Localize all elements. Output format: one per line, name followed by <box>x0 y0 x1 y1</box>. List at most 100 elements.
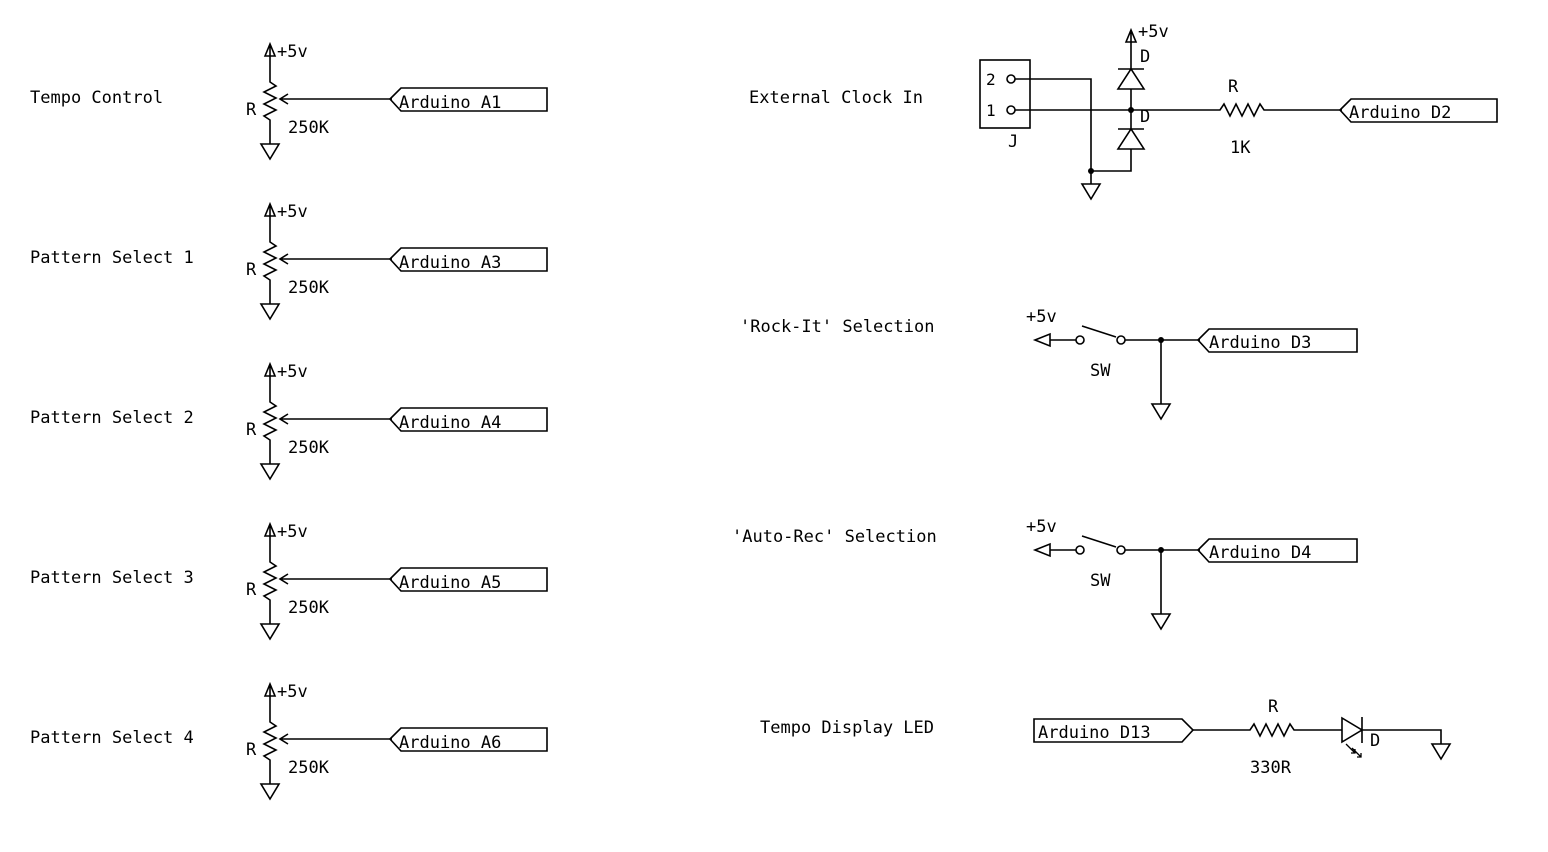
resistor-ref: R <box>246 580 257 600</box>
wiper-arrow-icon <box>278 413 392 425</box>
resistor-ref: R <box>1228 77 1239 97</box>
port-connector <box>1033 718 1195 743</box>
switch-contact <box>1116 335 1126 345</box>
potentiometer-icon <box>262 700 278 784</box>
ground-icon <box>1080 183 1102 201</box>
jack-pin-1 <box>1006 105 1016 115</box>
resistor-ref: R <box>1268 697 1279 717</box>
port-connector <box>388 727 548 752</box>
ground-wire <box>1015 78 1092 184</box>
potentiometer-icon <box>262 540 278 624</box>
port-label: Arduino A1 <box>399 93 501 113</box>
power-arrow-icon <box>263 41 277 60</box>
power-arrow-icon <box>263 521 277 540</box>
switch-wire <box>1125 339 1200 404</box>
circuit-label: Pattern Select 3 <box>30 568 194 588</box>
led-circuit: Tempo Display LED Arduino D13 R 330R D <box>760 697 1452 778</box>
jack-pin-1-label: 1 <box>986 101 996 120</box>
port-connector <box>1338 98 1498 123</box>
supply-label: +5v <box>277 42 308 62</box>
wiper-arrow-icon <box>278 733 392 745</box>
switch-circuit-rock-it: 'Rock-It' Selection +5v SW Arduino D3 <box>740 307 1358 421</box>
ground-icon <box>259 463 281 481</box>
supply-label: +5v <box>277 362 308 382</box>
potentiometer-icon <box>262 60 278 144</box>
ground-icon <box>259 623 281 641</box>
pot-circuit-pattern-1: Pattern Select 1 +5v R 250K Arduino A3 <box>30 201 548 321</box>
switch-ref: SW <box>1090 361 1111 381</box>
supply-label: +5v <box>277 522 308 542</box>
switch-lever-icon <box>1081 535 1117 548</box>
port-connector <box>388 567 548 592</box>
port-connector <box>1196 538 1358 563</box>
power-arrow-icon <box>1124 27 1138 46</box>
power-arrow-icon <box>263 201 277 220</box>
diode-ref: D <box>1370 731 1380 751</box>
supply-label: +5v <box>1026 517 1057 537</box>
jack-pin-2 <box>1006 74 1016 84</box>
wiper-arrow-icon <box>278 253 392 265</box>
circuit-label: Tempo Control <box>30 88 163 108</box>
resistor-value: 330R <box>1250 758 1292 778</box>
diode-top-ref: D <box>1140 47 1150 67</box>
ground-icon <box>259 303 281 321</box>
port-label: Arduino D13 <box>1038 723 1151 743</box>
port-label: Arduino D2 <box>1349 103 1451 123</box>
port-connector <box>388 247 548 272</box>
resistor-ref: R <box>246 420 257 440</box>
junction-dot <box>1158 337 1164 343</box>
diode-icon <box>1091 110 1146 172</box>
circuit-label: Pattern Select 4 <box>30 728 194 748</box>
pot-circuit-pattern-2: Pattern Select 2 +5v R 250K Arduino A4 <box>30 361 548 481</box>
port-label: Arduino A3 <box>399 253 501 273</box>
port-label: Arduino A4 <box>399 413 501 433</box>
resistor-ref: R <box>246 260 257 280</box>
resistor-icon <box>1131 102 1342 118</box>
supply-label: +5v <box>1138 22 1169 42</box>
resistor-value: 250K <box>288 438 330 458</box>
pot-circuit-tempo: Tempo Control +5v R 250K Arduino A1 <box>30 41 548 161</box>
diode-icon <box>1116 46 1146 110</box>
switch-wire <box>1125 549 1200 614</box>
power-arrow-icon <box>1032 542 1076 558</box>
potentiometer-icon <box>262 380 278 464</box>
power-arrow-icon <box>263 681 277 700</box>
pot-circuit-pattern-3: Pattern Select 3 +5v R 250K Arduino A5 <box>30 521 548 641</box>
wiper-arrow-icon <box>278 93 392 105</box>
port-label: Arduino D4 <box>1209 543 1311 563</box>
power-arrow-icon <box>1032 332 1076 348</box>
circuit-label: 'Auto-Rec' Selection <box>732 527 937 547</box>
led-icon <box>1341 716 1442 758</box>
port-label: Arduino A6 <box>399 733 501 753</box>
circuit-label: Tempo Display LED <box>760 718 934 738</box>
junction-dot <box>1158 547 1164 553</box>
switch-contact <box>1075 335 1085 345</box>
jack-ref: J <box>1008 132 1018 152</box>
power-arrow-icon <box>263 361 277 380</box>
potentiometer-icon <box>262 220 278 304</box>
supply-label: +5v <box>277 682 308 702</box>
circuit-label: External Clock In <box>749 88 923 108</box>
resistor-value: 1K <box>1230 138 1251 158</box>
pot-circuit-pattern-4: Pattern Select 4 +5v R 250K Arduino A6 <box>30 681 548 801</box>
clock-input-circuit: External Clock In 2 1 J +5v D D R 1K <box>749 22 1498 201</box>
ground-icon <box>1430 743 1452 761</box>
switch-contact <box>1116 545 1126 555</box>
switch-contact <box>1075 545 1085 555</box>
port-label: Arduino D3 <box>1209 333 1311 353</box>
resistor-icon <box>1193 722 1342 738</box>
resistor-value: 250K <box>288 278 330 298</box>
ground-icon <box>1150 613 1172 631</box>
ground-icon <box>1150 403 1172 421</box>
switch-ref: SW <box>1090 571 1111 591</box>
jack-icon <box>979 59 1031 129</box>
supply-label: +5v <box>1026 307 1057 327</box>
switch-lever-icon <box>1081 325 1117 338</box>
port-label: Arduino A5 <box>399 573 501 593</box>
circuit-label: Pattern Select 2 <box>30 408 194 428</box>
circuit-label: 'Rock-It' Selection <box>740 317 934 337</box>
switch-circuit-auto-rec: 'Auto-Rec' Selection +5v SW Arduino D4 <box>732 517 1358 631</box>
supply-label: +5v <box>277 202 308 222</box>
resistor-value: 250K <box>288 598 330 618</box>
